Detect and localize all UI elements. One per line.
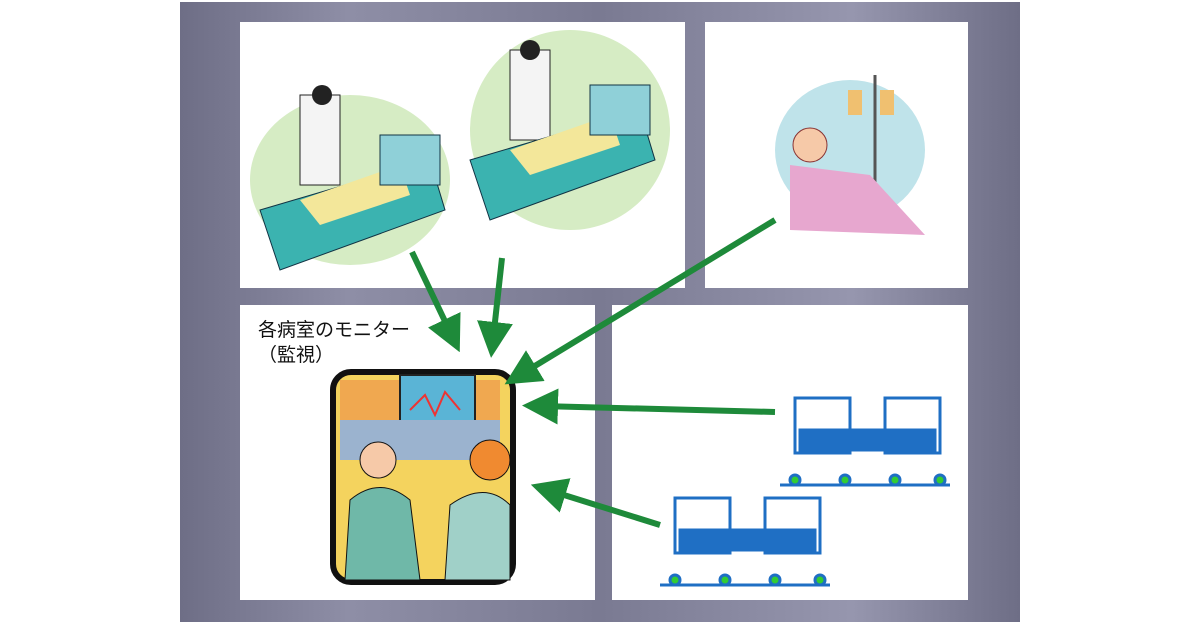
monitor-label-line2: （監視）	[258, 344, 335, 366]
arrow-3	[504, 217, 777, 385]
monitor-label: 各病室のモニター （監視）	[258, 318, 410, 368]
iv-patient-illustration	[775, 75, 925, 235]
arrow-2	[477, 257, 513, 358]
patient-bed-illustration-1	[250, 85, 450, 271]
bed-icon-2	[660, 496, 830, 587]
bed-icon-1	[780, 396, 950, 487]
patient-bed-illustration-2	[469, 30, 670, 230]
arrow-1	[409, 250, 461, 353]
doctors-monitor-illustration	[330, 369, 516, 585]
arrow-5	[530, 478, 661, 528]
monitor-label-line1: 各病室のモニター	[258, 319, 411, 341]
arrow-4	[522, 388, 776, 425]
